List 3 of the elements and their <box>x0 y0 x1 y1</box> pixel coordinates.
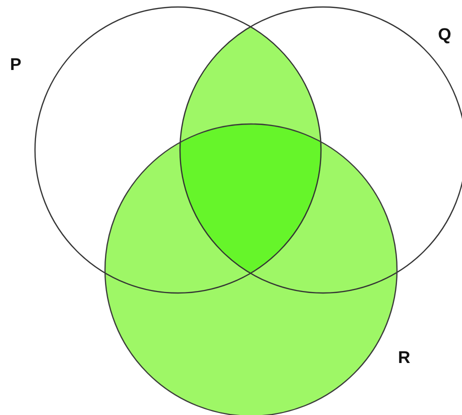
set-label: R <box>398 349 410 366</box>
set-label: P <box>10 56 22 73</box>
set-label: Q <box>438 26 452 43</box>
